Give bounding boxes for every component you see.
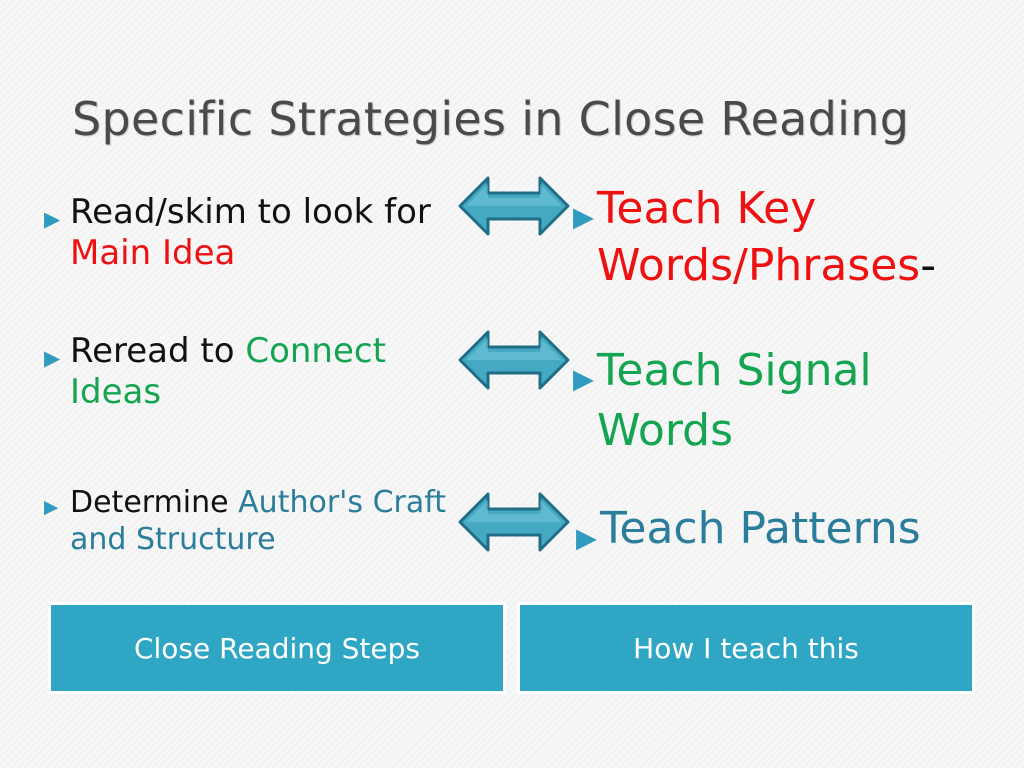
label-how-i-teach-this: How I teach this (520, 605, 972, 691)
right-bullet-text: Teach Signal Words (597, 345, 872, 456)
slide-title: Specific Strategies in Close Reading (72, 92, 910, 146)
left-bullet-highlight: Connect Ideas (70, 331, 386, 413)
bullet-triangle-icon: ▶ (44, 345, 61, 370)
label-close-reading-steps: Close Reading Steps (51, 605, 503, 691)
left-bullet-highlight: Main Idea (70, 233, 236, 274)
right-bullet-signal-words: ▶ Teach Signal Words (573, 341, 1017, 461)
right-bullet-suffix: - (920, 240, 937, 292)
right-bullet-text: Teach Patterns (600, 503, 921, 554)
left-bullet-text: Read/skim to look for (70, 192, 431, 232)
left-bullet-highlight: Author's Craft and Structure (70, 485, 447, 557)
left-bullet-text: Reread to (70, 331, 246, 371)
left-bullet-main-idea: ▶ Read/skim to look for Main Idea (44, 192, 470, 275)
left-bullet-authors-craft: ▶ Determine Author's Craft and Structure (44, 485, 470, 558)
right-bullet-key-words: ▶ Teach Key Words/Phrases- (573, 180, 1017, 294)
right-bullet-text: Teach Key Words/Phrases (597, 183, 921, 292)
bullet-triangle-icon: ▶ (576, 523, 597, 554)
bullet-triangle-icon: ▶ (44, 497, 59, 518)
left-bullet-text: Determine (70, 485, 239, 520)
double-arrow-icon (458, 330, 570, 390)
right-bullet-patterns: ▶ Teach Patterns (576, 502, 1020, 556)
double-arrow-icon (458, 492, 570, 552)
double-arrow-icon (458, 176, 570, 236)
bullet-triangle-icon: ▶ (44, 206, 61, 231)
left-bullet-connect-ideas: ▶ Reread to Connect Ideas (44, 331, 470, 414)
bullet-triangle-icon: ▶ (573, 202, 594, 233)
bullet-triangle-icon: ▶ (573, 364, 594, 395)
